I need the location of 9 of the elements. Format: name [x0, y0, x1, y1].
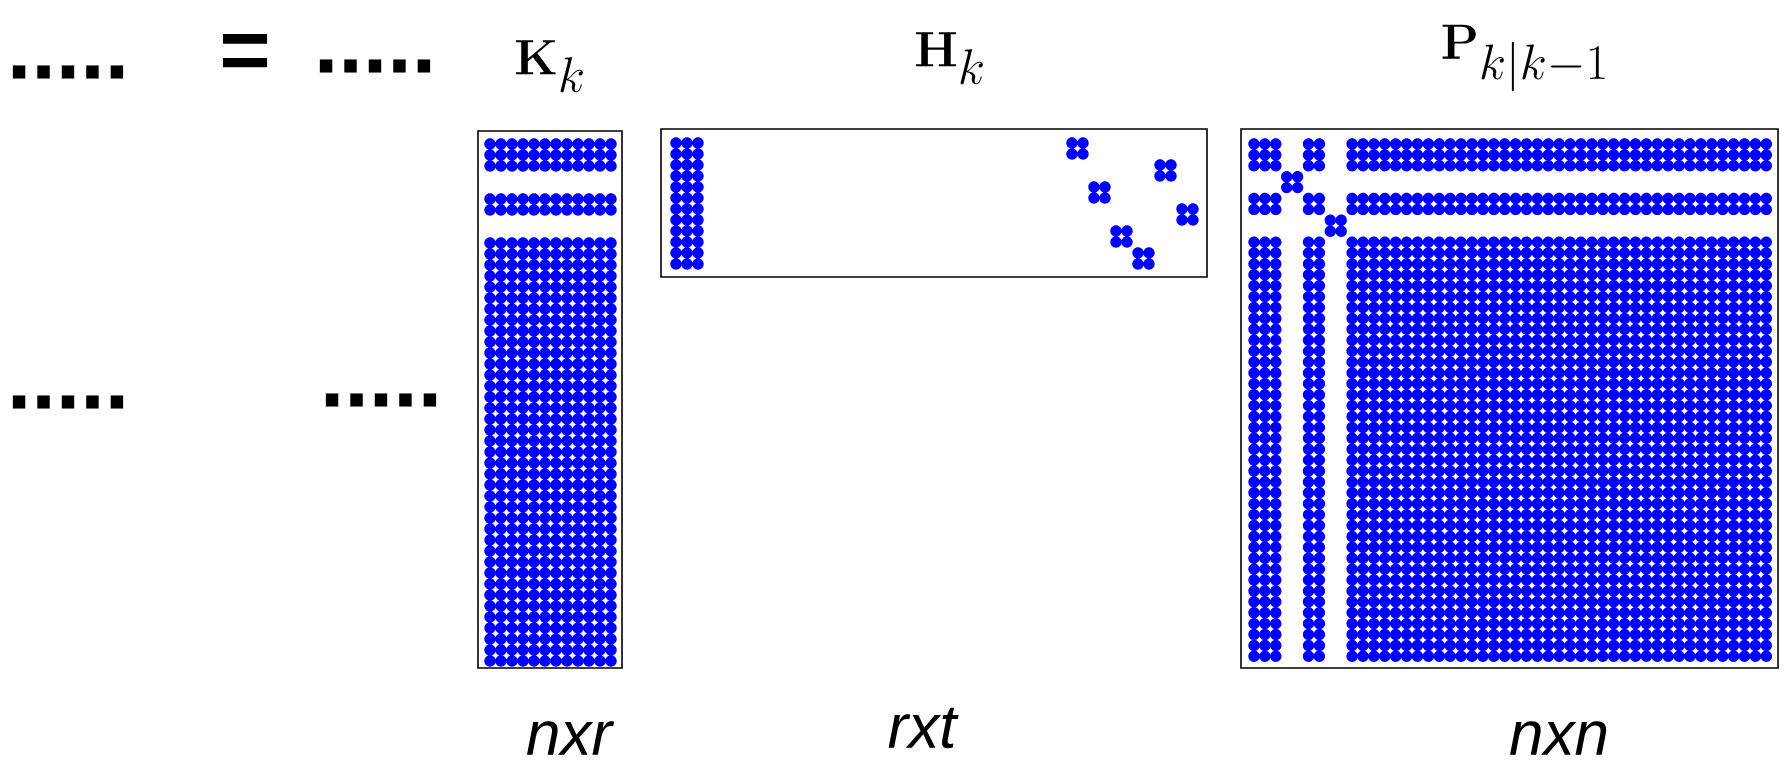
ellipsis-dots: ..... [12, 395, 124, 409]
ellipsis-dots: ..... [325, 393, 437, 407]
matrix-symbol: $\mathbf{H}_k$ [916, 32, 983, 85]
dimension-label: rxt [888, 707, 959, 749]
equals-sign: = [222, 34, 268, 68]
ellipsis-dots: ..... [12, 65, 124, 79]
matrix-symbol: $\mathbf{K}_k$ [515, 40, 583, 93]
ellipsis-dots: ..... [319, 59, 431, 73]
matrix-symbol: $\mathbf{P}_{k|k-1}$ [1442, 24, 1605, 92]
